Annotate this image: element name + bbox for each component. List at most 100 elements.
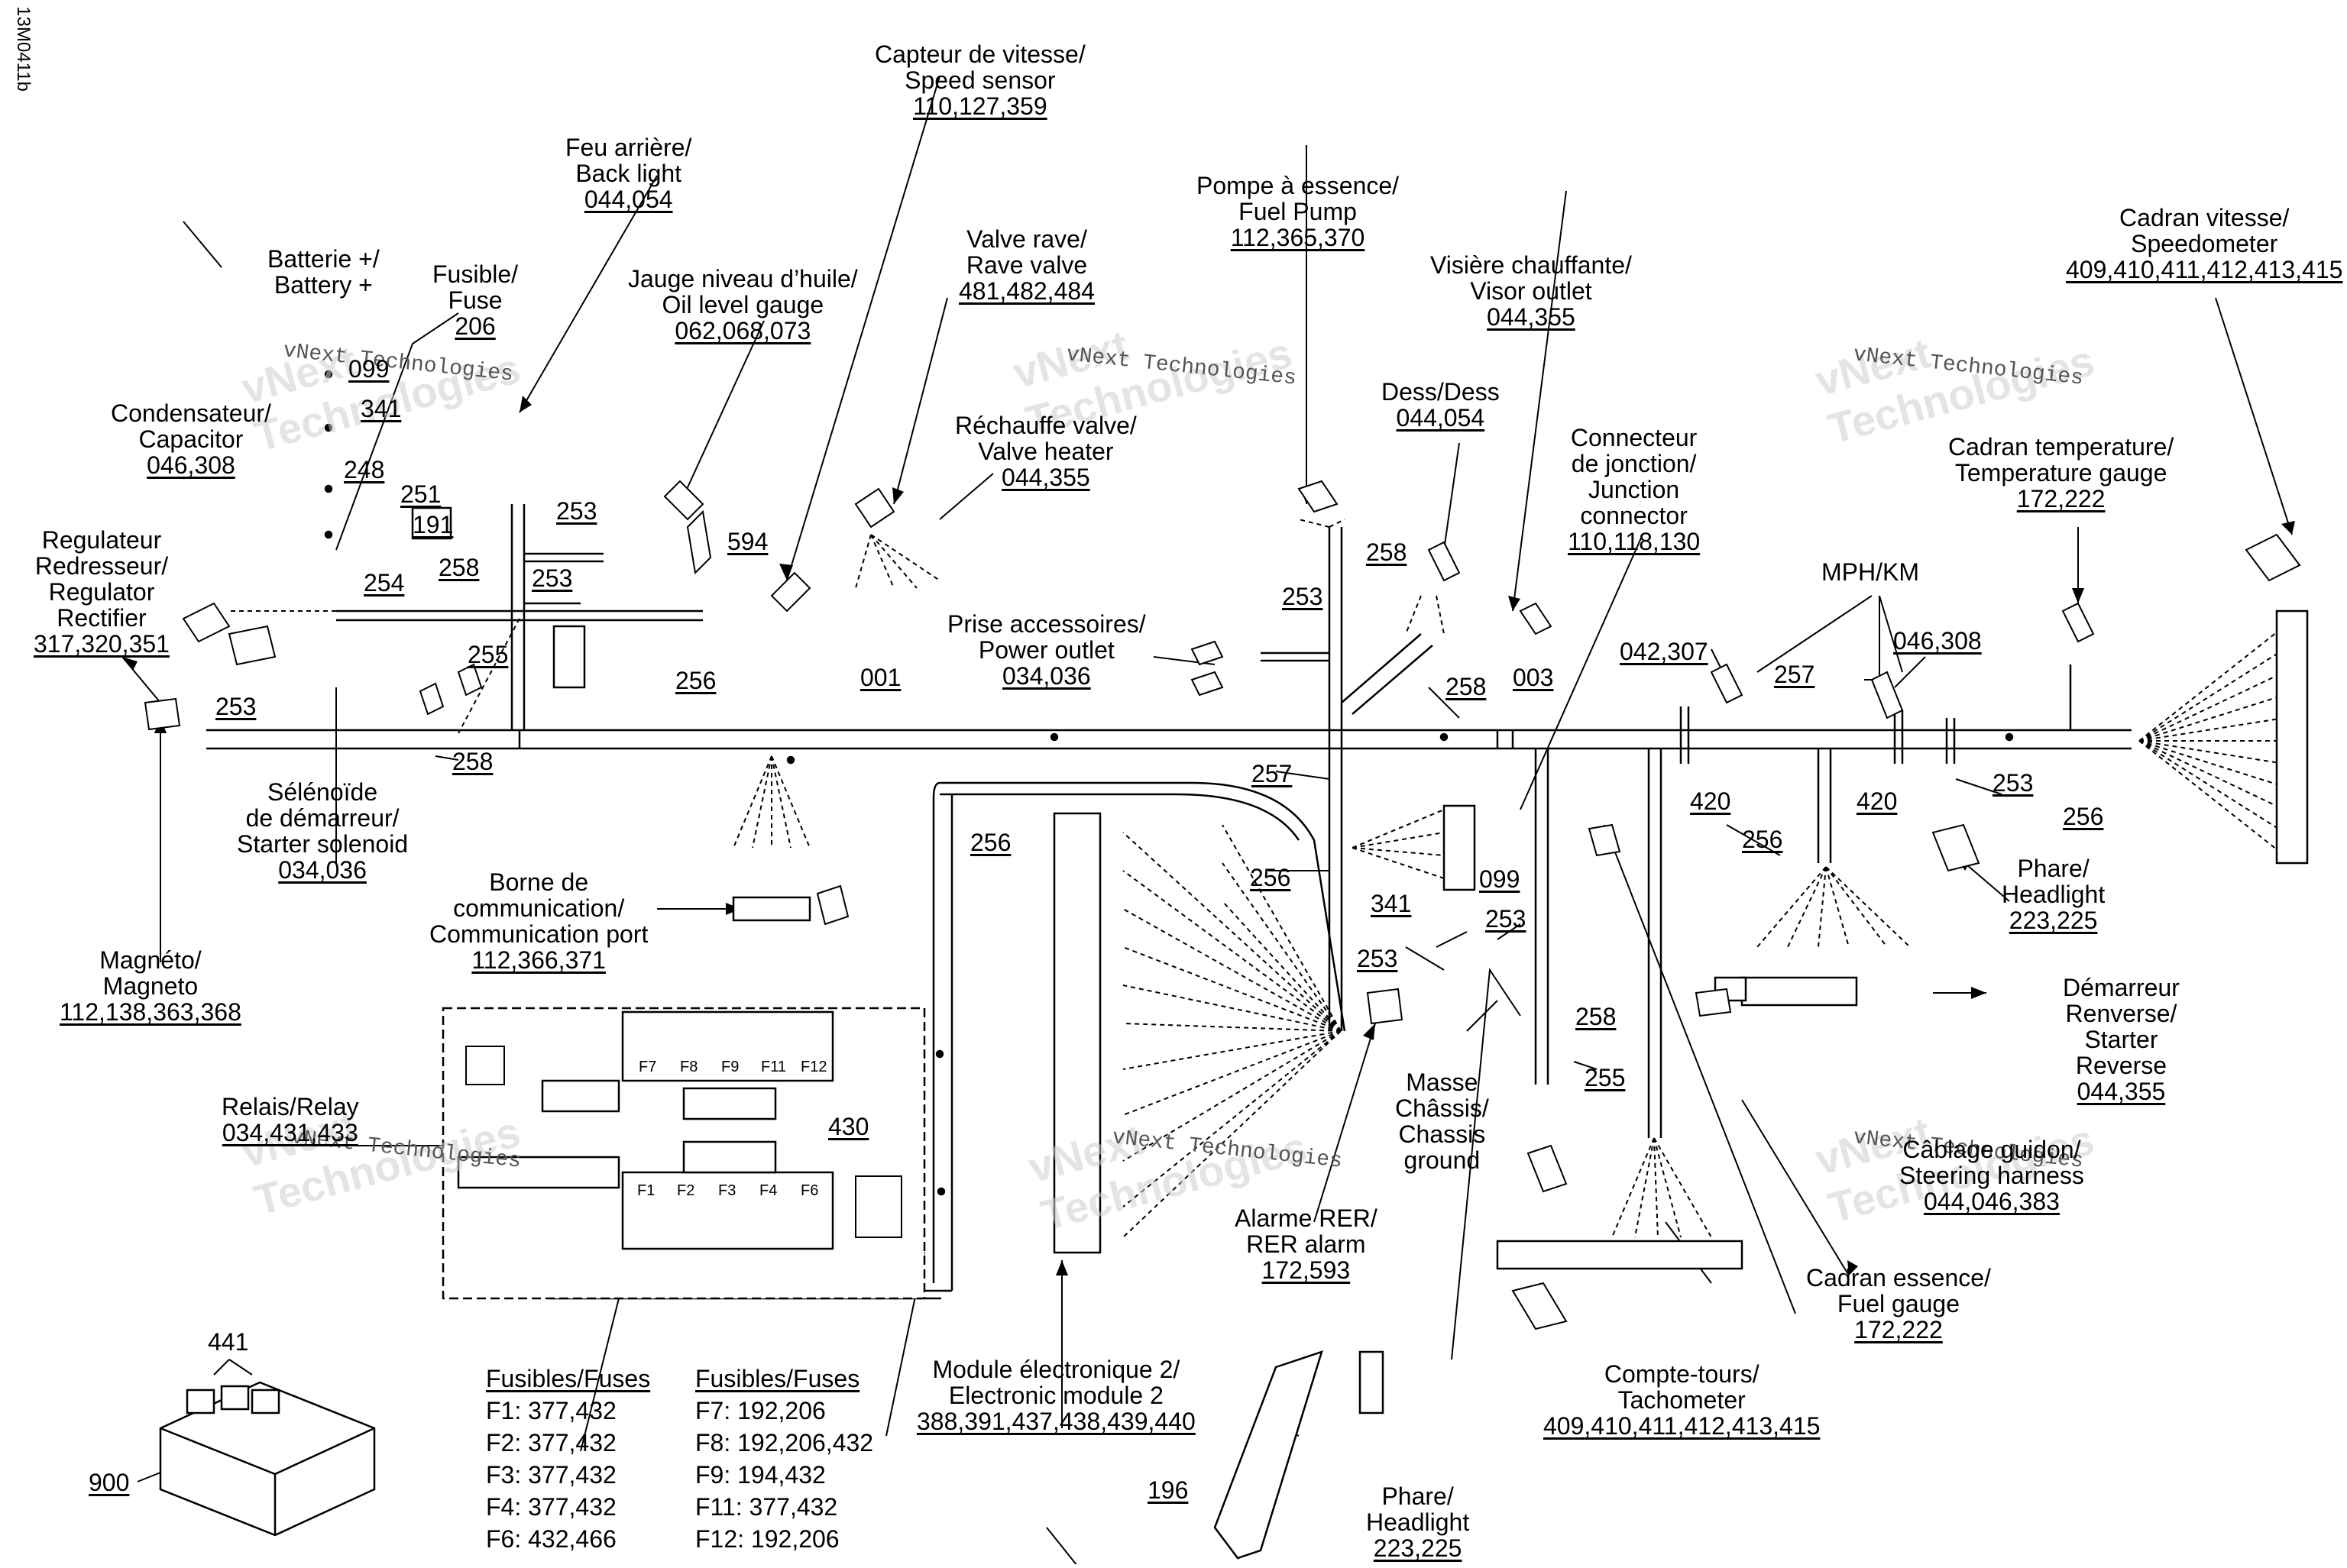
ref-256: 256 [675,667,717,694]
tachometer-connector [1496,1240,1743,1270]
center-vertical-branch [1328,527,1343,1031]
fuse-block-bottom [621,1171,834,1250]
fuse-item: F6: 432,466 [486,1525,617,1553]
ref-003: 003 [1513,664,1554,691]
main-harness-trunk [206,729,2132,750]
fuse-list-title: Fusibles/Fuses [695,1365,860,1392]
steering-harness-connector [1740,976,1858,1007]
fuse-list-title: Fusibles/Fuses [486,1365,651,1392]
ref-253: 253 [215,693,257,720]
fuse-slot-label: F8 [680,1059,698,1075]
ref-341: 341 [1371,890,1412,917]
fuse-item: F12: 192,206 [695,1525,840,1553]
comm-port-connector [732,896,811,922]
ref-042-307: 042,307 [1620,638,1708,665]
fuse-item: F11: 377,432 [695,1493,838,1521]
ref-256: 256 [2063,803,2104,830]
fuse-slot-label: F6 [801,1182,819,1199]
ref-256: 256 [970,829,1012,856]
ref-256: 256 [1742,826,1783,853]
electronic-module-connector [1053,812,1102,1254]
relay-block [457,1156,620,1189]
fuse-slot-label: F3 [718,1182,736,1199]
ref-046-308: 046,308 [1893,627,1982,655]
ref-430: 430 [828,1113,869,1140]
fuse-list-left: Fusibles/Fuses F1: 377,432 F2: 377,432 F… [486,1363,650,1555]
ref-099: 099 [348,355,390,383]
ref-099: 099 [1479,865,1520,893]
ref-258: 258 [1575,1003,1617,1030]
ref-900: 900 [89,1469,130,1496]
ref-258: 258 [1445,673,1487,700]
fuse-row-1 [682,1087,777,1120]
ref-001: 001 [860,664,902,691]
junction-connector-block [1442,804,1476,891]
fuse-item: F3: 377,432 [486,1461,617,1489]
fuse-slot-label: F2 [677,1182,695,1199]
fuse-item: F8: 192,206,432 [695,1429,874,1456]
ref-253: 253 [1993,769,2034,797]
fuse-block-top [621,1010,834,1082]
ref-254: 254 [364,569,405,596]
ref-253: 253 [1357,945,1398,972]
ref-594: 594 [727,528,769,555]
fuse-slot-label: F4 [759,1182,778,1199]
ref-341: 341 [361,395,402,422]
ref-420: 420 [1857,787,1898,815]
fuse-slot-label: F7 [639,1059,657,1075]
fuse-slot-label: F12 [801,1059,827,1075]
fuse-slot-label: F11 [761,1059,786,1075]
ref-441: 441 [208,1328,249,1356]
fuse-item: F7: 192,206 [695,1397,826,1424]
ref-253: 253 [1485,905,1526,933]
ref-256: 256 [1250,864,1291,891]
ref-253: 253 [532,564,573,592]
ref-251: 251 [400,480,442,508]
ref-196: 196 [1148,1476,1189,1504]
fuse-item: F9: 194,432 [695,1461,826,1489]
ref-420: 420 [1690,787,1731,815]
ref-257: 257 [1251,760,1293,787]
fuse-list-right: Fusibles/Fuses F7: 192,206 F8: 192,206,4… [695,1363,873,1555]
ref-258: 258 [439,554,480,581]
ref-253: 253 [1282,583,1323,610]
ref-258: 258 [452,748,494,775]
fuse-slot-label: F9 [721,1059,740,1075]
ref-253: 253 [556,497,597,525]
fuse-slot-label: F1 [637,1182,656,1199]
dess-key [1213,1350,1323,1560]
label-electronic-module: Module électronique 2/Electronic module … [917,1356,1196,1435]
relay-block-top [541,1079,620,1113]
label-mph-km: MPH/KM [1821,558,1919,586]
ref-258: 258 [1366,538,1407,566]
fuse-item: F1: 377,432 [486,1397,617,1424]
